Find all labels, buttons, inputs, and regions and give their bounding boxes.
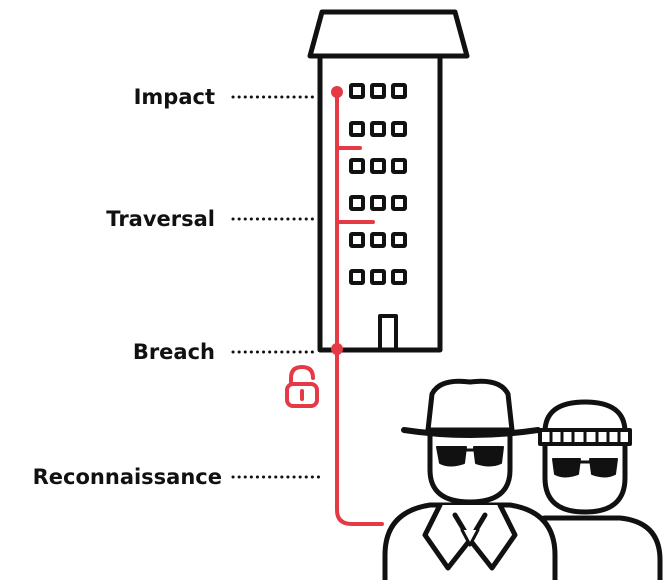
attack-path-line: [335, 90, 384, 526]
stage-label-reconnaissance: Reconnaissance: [33, 465, 222, 489]
leader-dots: [231, 95, 326, 479]
impact-node: [331, 86, 343, 98]
breach-node: [331, 343, 343, 355]
office-building-icon: [307, 9, 470, 353]
stage-label-breach: Breach: [133, 340, 215, 364]
open-padlock-icon: [285, 364, 319, 408]
stage-label-traversal: Traversal: [106, 207, 215, 231]
hat-spy-attacker-icon: [382, 378, 558, 580]
stage-label-impact: Impact: [134, 85, 215, 109]
